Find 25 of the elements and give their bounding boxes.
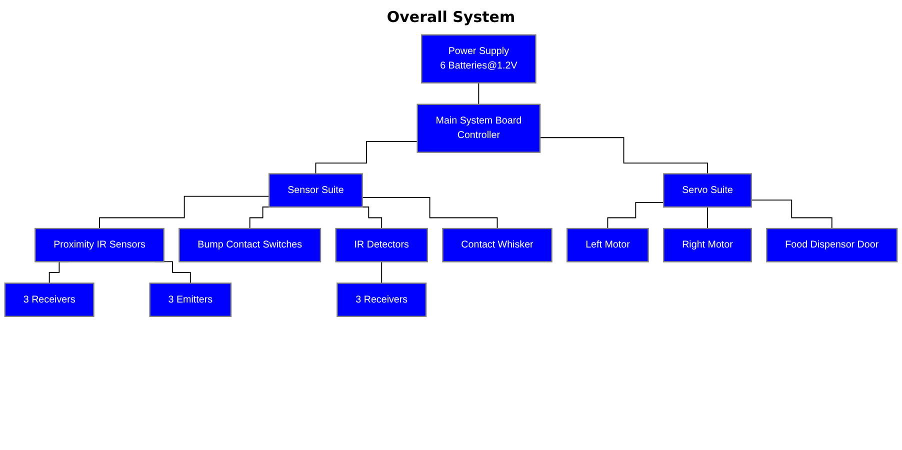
connector [707,206,708,229]
node-box [4,282,94,318]
connector [607,202,664,229]
node-box [566,228,649,262]
node-box [268,173,363,208]
node-box [663,228,752,262]
node-box [663,173,752,208]
connector [478,82,480,105]
node-box [336,282,427,318]
connector [362,196,498,229]
connector [750,200,832,229]
node-box [178,228,322,262]
connector [315,140,418,174]
node-box [766,228,898,262]
node-box [416,104,541,153]
connector [381,261,382,284]
connector [540,137,708,174]
node-box [442,228,552,262]
hierarchy-diagram: Power Supply 6 Batteries@1.2V Main System Board Controller Sensor Suite Servo Suite Proximity IR Sensors Bump Contact Switches Left Motor Right Motor 3 Receivers 3 Emitters IR Detectors Contact Whisker Food Dispensor Door 3 Receivers [0,30,902,322]
node-box [421,34,536,84]
connector [99,196,270,229]
node-box [335,228,428,262]
diagram-title: Overall System [386,8,516,26]
node-box [149,282,232,318]
node-box [34,228,164,262]
